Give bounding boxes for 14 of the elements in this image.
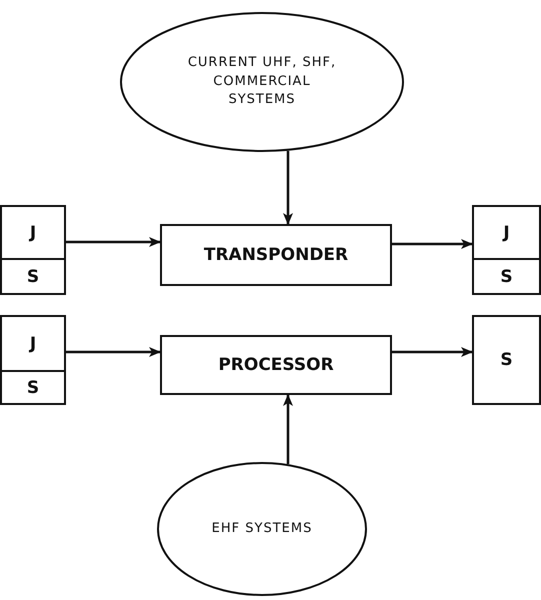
split-box — [472, 205, 541, 295]
process-box: S — [472, 315, 541, 405]
arrow — [283, 150, 293, 225]
ellipse-label: EHF SYSTEMS — [212, 520, 312, 538]
process-box: PROCESSOR — [160, 335, 392, 395]
arrow — [392, 239, 473, 249]
split-box — [0, 315, 66, 405]
split-box — [0, 205, 66, 295]
ellipse-label: CURRENT UHF, SHF, COMMERCIAL SYSTEMS — [187, 54, 337, 110]
arrow — [392, 347, 473, 357]
process-box: TRANSPONDER — [160, 224, 392, 286]
arrow — [283, 394, 293, 464]
arrow — [66, 347, 161, 357]
arrow — [66, 237, 161, 247]
